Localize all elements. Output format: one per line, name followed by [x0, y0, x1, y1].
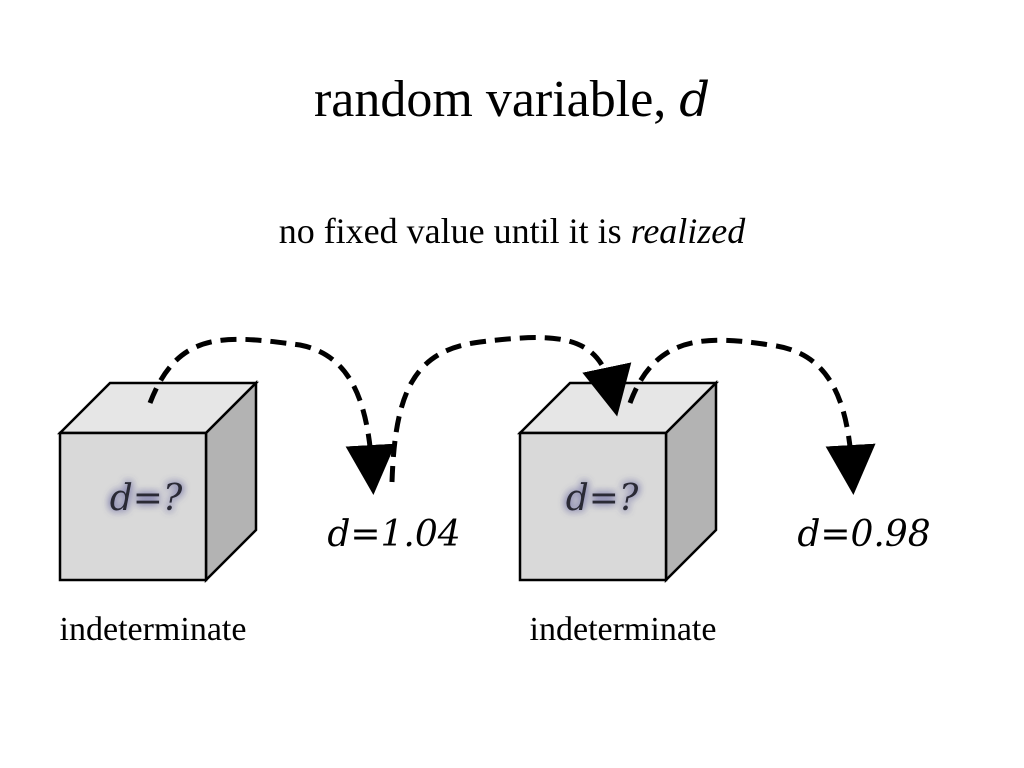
title-text: random variable,	[313, 71, 680, 128]
arrow-cube2-to-value2	[627, 337, 876, 495]
cube-1-label: d=?	[110, 478, 183, 519]
subtitle-emphasis: realized	[630, 211, 746, 251]
realized-value-1: d=1.04	[327, 514, 460, 555]
cube-1-front	[58, 431, 208, 582]
arrow-cube1-to-value1	[147, 336, 396, 495]
cube-2: d=?	[516, 379, 720, 584]
cube-2-label: d=?	[566, 478, 639, 519]
cube-2-caption: indeterminate	[530, 611, 717, 648]
title-variable: d	[679, 72, 711, 128]
cube-1-caption: indeterminate	[60, 611, 247, 648]
cube-1: d=?	[56, 379, 260, 584]
cube-2-front	[518, 431, 668, 582]
slide-subtitle: no fixed value until it is realized	[0, 208, 1024, 254]
slide-title: random variable, d	[0, 68, 1024, 132]
arrow-value1-to-cube2	[389, 335, 632, 483]
realized-value-2: d=0.98	[797, 514, 930, 555]
subtitle-text: no fixed value until it is	[278, 211, 631, 251]
